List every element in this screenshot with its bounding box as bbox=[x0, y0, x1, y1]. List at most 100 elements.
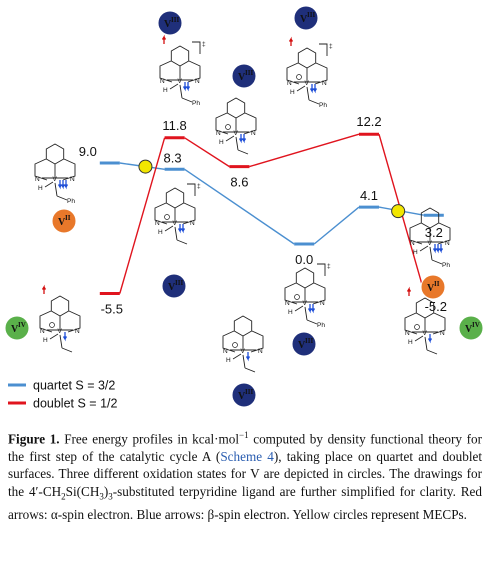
atom-label-h: H bbox=[219, 139, 224, 146]
atom-label-n: N bbox=[258, 348, 263, 355]
ligand-arm-right bbox=[250, 330, 264, 353]
beta-spin-arrow bbox=[182, 82, 188, 92]
ligand-arm-right bbox=[432, 312, 446, 335]
badge-roman: V bbox=[465, 324, 473, 335]
atom-label-h: H bbox=[408, 339, 413, 346]
atom-label-v: V bbox=[303, 300, 308, 307]
alpha-spin-arrow bbox=[288, 36, 294, 46]
ligand-arm-left bbox=[39, 310, 53, 333]
doublet-value-label-4: -5.2 bbox=[425, 299, 447, 314]
atom-label-n: N bbox=[216, 130, 221, 137]
beta-spin-arrow bbox=[427, 334, 433, 344]
quartet-value-label-0: 9.0 bbox=[79, 144, 97, 159]
bond-v-h bbox=[414, 335, 424, 342]
badge-superscript: III bbox=[245, 388, 253, 396]
atom-label-h: H bbox=[163, 87, 168, 94]
ts-dagger: ‡ bbox=[329, 43, 333, 50]
ligand-arm-left bbox=[215, 112, 229, 135]
charge-plus-symbol bbox=[225, 124, 231, 130]
caption-sub-3: 3 bbox=[108, 491, 113, 502]
atom-label-v: V bbox=[305, 80, 310, 87]
atom-label-n: N bbox=[440, 330, 445, 337]
doublet-connector-0 bbox=[119, 137, 166, 294]
ts-bracket bbox=[187, 183, 196, 196]
ligand-arm-right bbox=[437, 222, 451, 245]
charge-plus-symbol bbox=[296, 74, 302, 80]
atom-label-n: N bbox=[445, 240, 450, 247]
badge-superscript: II bbox=[65, 214, 71, 222]
pyridine-ring bbox=[50, 295, 70, 317]
badge-circle bbox=[51, 208, 77, 234]
ts-dagger: ‡ bbox=[202, 41, 206, 48]
ligand-arm-left bbox=[34, 158, 48, 181]
beta-spin-arrow bbox=[309, 84, 315, 94]
quartet-connector-2 bbox=[313, 206, 360, 245]
ligand-arm-left bbox=[284, 282, 298, 305]
bond-v-c bbox=[179, 84, 183, 99]
badge-roman: V bbox=[58, 217, 66, 228]
beta-spin-arrow bbox=[62, 332, 68, 342]
ligand-arm-right bbox=[62, 158, 76, 181]
atom-label-v: V bbox=[241, 348, 246, 355]
caption-text-5: ) bbox=[103, 483, 109, 499]
alpha-spin-arrow bbox=[406, 286, 412, 296]
beta-spin-arrow bbox=[57, 180, 63, 190]
badge-roman: V bbox=[238, 72, 246, 83]
atom-label-n: N bbox=[285, 300, 290, 307]
ts-bracket bbox=[319, 43, 328, 56]
caption-text-3: ), taking place on quartet and doublet s… bbox=[8, 448, 482, 499]
ts-bracket bbox=[192, 41, 201, 54]
badge-roman: V bbox=[427, 283, 435, 294]
atom-label-h: H bbox=[38, 185, 43, 192]
ligand-arm-right bbox=[312, 282, 326, 305]
atom-label-n: N bbox=[155, 220, 160, 227]
alpha-spin-arrow bbox=[41, 284, 47, 294]
bond-v-c bbox=[304, 306, 308, 321]
atom-label-h: H bbox=[226, 357, 231, 364]
charge-plus-symbol bbox=[232, 342, 238, 348]
beta-spin-arrow bbox=[432, 244, 438, 254]
ligand-arm-right bbox=[67, 310, 81, 333]
atom-label-v: V bbox=[234, 130, 239, 137]
ligand-arm-left bbox=[286, 62, 300, 85]
pyridine-ring bbox=[297, 47, 317, 69]
bond-v-h bbox=[232, 353, 242, 360]
mecp-marker-0 bbox=[138, 159, 153, 174]
bond-v-c bbox=[235, 136, 239, 151]
badge-circle bbox=[231, 63, 257, 89]
badge-circle bbox=[231, 382, 257, 408]
beta-spin-arrow bbox=[60, 180, 66, 190]
atom-label-n: N bbox=[410, 240, 415, 247]
bond-v-c bbox=[242, 354, 246, 369]
caption-scheme-link[interactable]: Scheme 4 bbox=[220, 448, 274, 464]
mecp-marker-1 bbox=[391, 204, 406, 219]
badge-superscript: III bbox=[171, 16, 179, 24]
caption-text-6: -substituted terpyridine ligand are furt… bbox=[8, 483, 482, 522]
atom-label-h: H bbox=[158, 229, 163, 236]
bond-c-ph bbox=[306, 319, 318, 325]
badge-superscript: III bbox=[305, 337, 313, 345]
atom-label-v: V bbox=[423, 330, 428, 337]
beta-spin-arrow bbox=[238, 134, 244, 144]
ligand-arm-left bbox=[154, 202, 168, 225]
ligand-arm-left bbox=[404, 312, 418, 335]
bond-v-h bbox=[169, 83, 179, 90]
pyridine-ring bbox=[226, 97, 246, 119]
atom-label-v: V bbox=[58, 328, 63, 335]
ligand-arm-left bbox=[159, 60, 173, 83]
group-label-ph: Ph bbox=[317, 322, 325, 329]
beta-spin-arrow bbox=[180, 224, 186, 234]
bond-v-h bbox=[294, 305, 304, 312]
